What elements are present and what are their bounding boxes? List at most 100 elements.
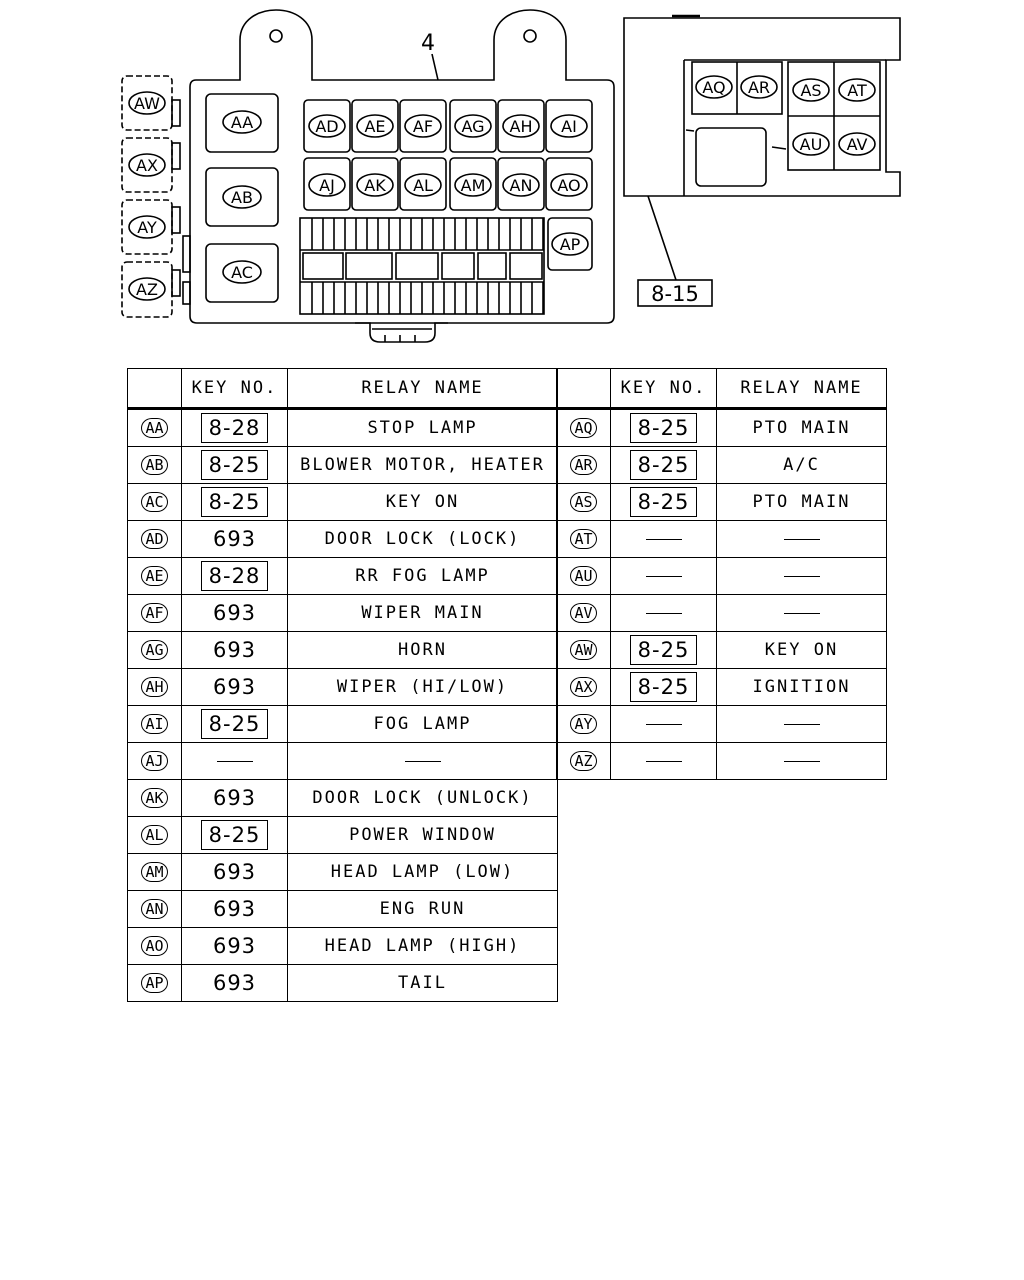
relay-label-text: AK: [364, 176, 386, 195]
key-no: 8-25: [629, 635, 698, 665]
relay-code-cell: AK: [127, 779, 182, 817]
relay-code: AD: [141, 529, 168, 549]
relay-label-text: AP: [560, 235, 581, 254]
main-small-relay-housings: [303, 99, 593, 271]
relay-code-cell: AH: [127, 668, 182, 706]
key-no-cell: [610, 742, 717, 780]
empty-dash: [645, 538, 682, 540]
relay-code: AR: [570, 455, 597, 475]
relay-name: WIPER MAIN: [361, 603, 484, 623]
empty-dash: [645, 612, 682, 614]
key-no-cell: 8-25: [181, 816, 288, 854]
key-no-cell: [610, 557, 717, 595]
relay-label-oval: [128, 153, 166, 177]
key-no-cell: 693: [181, 520, 288, 558]
relay-code: AH: [141, 677, 168, 697]
relay-name: DOOR LOCK (LOCK): [324, 529, 521, 549]
empty-dash: [783, 723, 820, 725]
relay-label-text: AW: [134, 94, 160, 113]
relay-label-oval: [502, 114, 540, 138]
relay-code-cell: AX: [556, 668, 611, 706]
relay-code-cell: AZ: [556, 742, 611, 780]
relay-code-cell: AI: [127, 705, 182, 743]
relay-code-cell: AT: [556, 520, 611, 558]
relay-code-cell: AV: [556, 594, 611, 632]
relay-label: AY: [128, 215, 166, 239]
relay-label-oval: [356, 173, 394, 197]
relay-label-oval: [404, 173, 442, 197]
relay-label: AW: [128, 91, 166, 115]
key-no: 693: [212, 934, 257, 958]
relay-code: AO: [141, 936, 168, 956]
relay-code: AW: [570, 640, 597, 660]
key-no-cell: 8-25: [610, 483, 717, 521]
relay-name-cell: A/C: [716, 446, 887, 484]
relay-label: AG: [454, 114, 492, 138]
key-no-cell: 8-25: [610, 631, 717, 669]
key-no: 8-25: [629, 487, 698, 517]
relay-code-cell: AG: [127, 631, 182, 669]
empty-dash: [783, 760, 820, 762]
relay-name-cell: FOG LAMP: [287, 705, 558, 743]
header-code: [556, 368, 611, 410]
key-no-cell: 693: [181, 927, 288, 965]
table-row: AI 8-25 FOG LAMP: [127, 705, 558, 743]
empty-dash: [645, 575, 682, 577]
table-row: AT: [556, 520, 887, 558]
relay-name-cell: WIPER (HI/LOW): [287, 668, 558, 706]
relay-name-cell: WIPER MAIN: [287, 594, 558, 632]
key-no: 693: [212, 527, 257, 551]
relay-code: AA: [141, 418, 168, 438]
relay-name: POWER WINDOW: [349, 825, 496, 845]
key-no: 8-25: [200, 487, 269, 517]
relay-name: ENG RUN: [379, 899, 466, 919]
relay-label: AP: [551, 232, 589, 256]
relay-code-cell: AE: [127, 557, 182, 595]
key-no-cell: 8-25: [181, 705, 288, 743]
relay-code-cell: AR: [556, 446, 611, 484]
relay-label-text: AA: [231, 113, 253, 132]
relay-label-oval: [222, 260, 262, 284]
relay-label: AX: [128, 153, 166, 177]
empty-dash: [216, 760, 253, 762]
relay-label-oval: [550, 114, 588, 138]
key-no-cell: 693: [181, 853, 288, 891]
key-no: 693: [212, 897, 257, 921]
relay-label-text: AN: [510, 176, 533, 195]
relay-label-oval: [222, 185, 262, 209]
relay-code-cell: AW: [556, 631, 611, 669]
relay-name-cell: [716, 520, 887, 558]
header-key-no: KEY NO.: [610, 368, 717, 410]
relay-label-text: AU: [800, 135, 823, 154]
relay-label-oval: [128, 277, 166, 301]
relay-name-cell: BLOWER MOTOR, HEATER: [287, 446, 558, 484]
key-no-cell: [610, 520, 717, 558]
callout-sub-label: 8-15: [651, 282, 699, 306]
relay-label-oval: [356, 114, 394, 138]
key-no-cell: 8-25: [181, 483, 288, 521]
relay-label: AZ: [128, 277, 166, 301]
table-header-row: KEY NO. RELAY NAME: [556, 368, 887, 410]
relay-label: AA: [222, 110, 262, 134]
relay-name: RR FOG LAMP: [355, 566, 490, 586]
relay-label-oval: [502, 173, 540, 197]
relay-label: AR: [740, 75, 778, 99]
relay-code: AN: [141, 899, 168, 919]
relay-label-oval: [308, 173, 346, 197]
relay-code: AF: [141, 603, 168, 623]
key-no-cell: 8-25: [181, 446, 288, 484]
relay-name: A/C: [783, 455, 820, 475]
relay-name: WIPER (HI/LOW): [336, 677, 509, 697]
table-row: AV: [556, 594, 887, 632]
relay-label: AT: [838, 78, 876, 102]
key-no: 693: [212, 638, 257, 662]
table-row: AZ: [556, 742, 887, 780]
relay-label: AI: [550, 114, 588, 138]
key-no: 8-25: [200, 709, 269, 739]
